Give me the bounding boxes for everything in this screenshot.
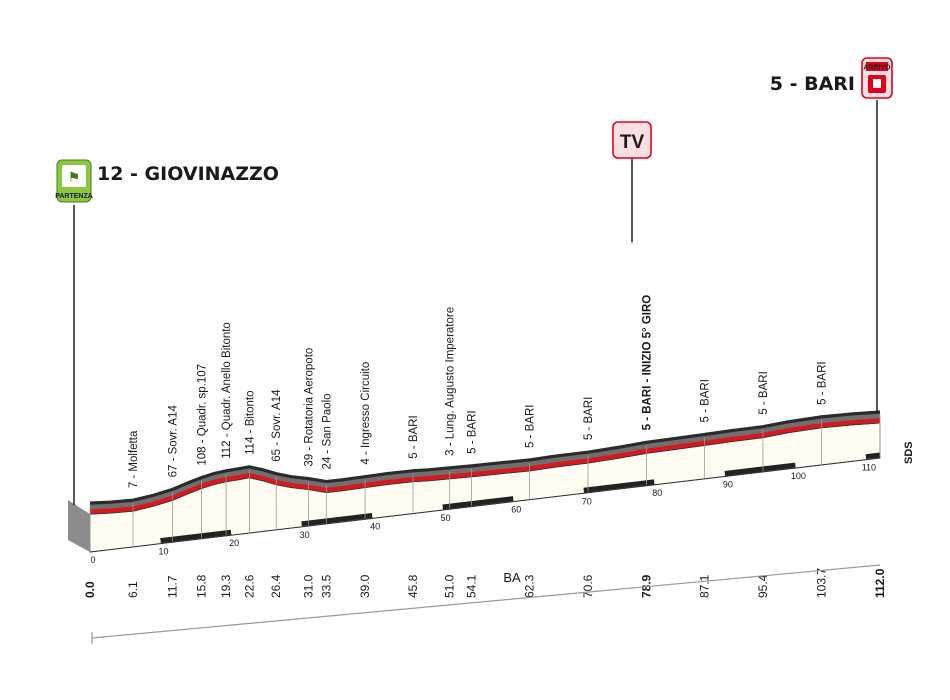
waypoint-name-label: 5 - BARI xyxy=(758,371,770,414)
waypoint-km-label: 22.6 xyxy=(242,574,256,598)
finish-city-label: 5 - BARI xyxy=(770,73,855,95)
finish-line-icon-inner xyxy=(873,79,881,88)
scale-tick-label: 20 xyxy=(229,538,239,548)
waypoint-name-label: 3 - Lung. Augusto Imperatore xyxy=(445,307,457,456)
scale-segment xyxy=(583,479,655,493)
waypoint-km-label: 15.8 xyxy=(194,574,208,598)
waypoint-km-label: 19.3 xyxy=(219,574,233,598)
waypoint-km-label: 39.0 xyxy=(358,574,372,598)
waypoint-name-label: 112 - Quadr. Anello Bitonto xyxy=(221,322,233,459)
profile-baseline xyxy=(89,457,881,553)
scale-tick-label: 100 xyxy=(791,471,806,481)
waypoint-km-label: 33.5 xyxy=(319,574,333,598)
waypoint-km-label: 95.4 xyxy=(756,574,770,598)
scale-segment xyxy=(442,496,514,510)
arrivo-label-bg xyxy=(866,62,888,71)
waypoint-km-label: 45.8 xyxy=(406,574,420,598)
marker-poles: ⚑ PARTENZA 12 - GIOVINAZZO TV ARRIVO 5 - BARI xyxy=(55,57,893,506)
waypoint-name-label: 5 - BARI xyxy=(408,415,420,458)
scale-tick-label: 0 xyxy=(90,555,95,565)
partenza-label: PARTENZA xyxy=(55,193,93,200)
waypoint-km-label: 51.0 xyxy=(443,574,457,598)
waypoint-km-label: 112.0 xyxy=(873,568,887,598)
waypoint-ticks xyxy=(89,414,881,551)
scale-tick-label: 110 xyxy=(862,463,876,473)
province-label: BA xyxy=(503,570,521,585)
waypoint-name-label: 5 - BARI - INIZIO 5° GIRO xyxy=(642,295,654,431)
arrivo-label: ARRIVO xyxy=(863,65,891,72)
scale-tick-label: 70 xyxy=(582,496,592,506)
waypoint-km-label: 0.0 xyxy=(83,581,97,598)
profile-side-face xyxy=(68,500,90,552)
province-guide-line xyxy=(91,564,881,639)
waypoint-km-label: 103.7 xyxy=(814,568,828,598)
flag-icon xyxy=(62,165,86,187)
tv-label: TV xyxy=(620,132,645,153)
bottom-guide: BA SDS xyxy=(91,441,915,644)
scale-tick-label: 80 xyxy=(652,488,662,498)
waypoint-name-label: 7 - Molfetta xyxy=(128,430,140,488)
waypoint-km-label: 62.3 xyxy=(522,574,536,598)
waypoint-km-label: 31.0 xyxy=(302,574,316,598)
waypoint-km-label: 26.4 xyxy=(269,574,283,598)
waypoint-name-label: 114 - Bitonto xyxy=(244,391,256,455)
waypoint-km-label: 87.1 xyxy=(697,574,711,598)
scale-segment xyxy=(301,512,373,527)
waypoint-name-label: 5 - BARI xyxy=(583,397,595,440)
scale-tick-label: 10 xyxy=(159,547,169,557)
waypoint-name-label: 5 - BARI xyxy=(524,405,536,448)
scale-segment xyxy=(865,452,881,460)
start-city-label: 12 - GIOVINAZZO xyxy=(97,163,279,185)
waypoint-km-label: 70.6 xyxy=(581,574,595,598)
profile-top-edge xyxy=(89,410,881,505)
waypoint-name-label: 108 - Quadr. sp.107 xyxy=(196,364,208,466)
waypoint-name-label: 5 - BARI xyxy=(699,379,711,422)
scale-segment xyxy=(724,462,796,476)
scale-tick-label: 50 xyxy=(441,513,451,523)
waypoint-labels: 7 - Molfetta 67 - Sovr. A14 108 - Quadr. s… xyxy=(128,295,828,488)
waypoint-name-label: 65 - Sovr. A14 xyxy=(271,389,283,462)
waypoint-name-label: 39 - Rotatoria Aeropoto xyxy=(304,348,316,467)
waypoint-km-label: 6.1 xyxy=(126,581,140,598)
waypoint-name-label: 5 - BARI xyxy=(816,361,828,404)
scale-tick-label: 90 xyxy=(723,479,733,489)
waypoint-name-label: 4 - Ingresso Circuito xyxy=(360,362,372,465)
flag-icon-glyph: ⚑ xyxy=(68,169,81,185)
scale-tick-label: 60 xyxy=(511,505,521,515)
waypoint-name-label: 5 - BARI xyxy=(467,410,479,453)
scale-tick-label: 30 xyxy=(300,530,310,540)
waypoint-name-label: 67 - Sovr. A14 xyxy=(168,405,180,478)
scale-tick-label: 40 xyxy=(370,521,380,531)
waypoint-km-label: 11.7 xyxy=(166,575,180,598)
sds-logo: SDS xyxy=(903,441,915,464)
waypoint-km-label: 54.1 xyxy=(465,574,479,598)
waypoint-name-label: 24 - San Paolo xyxy=(321,393,333,469)
tv-badge xyxy=(612,121,652,159)
